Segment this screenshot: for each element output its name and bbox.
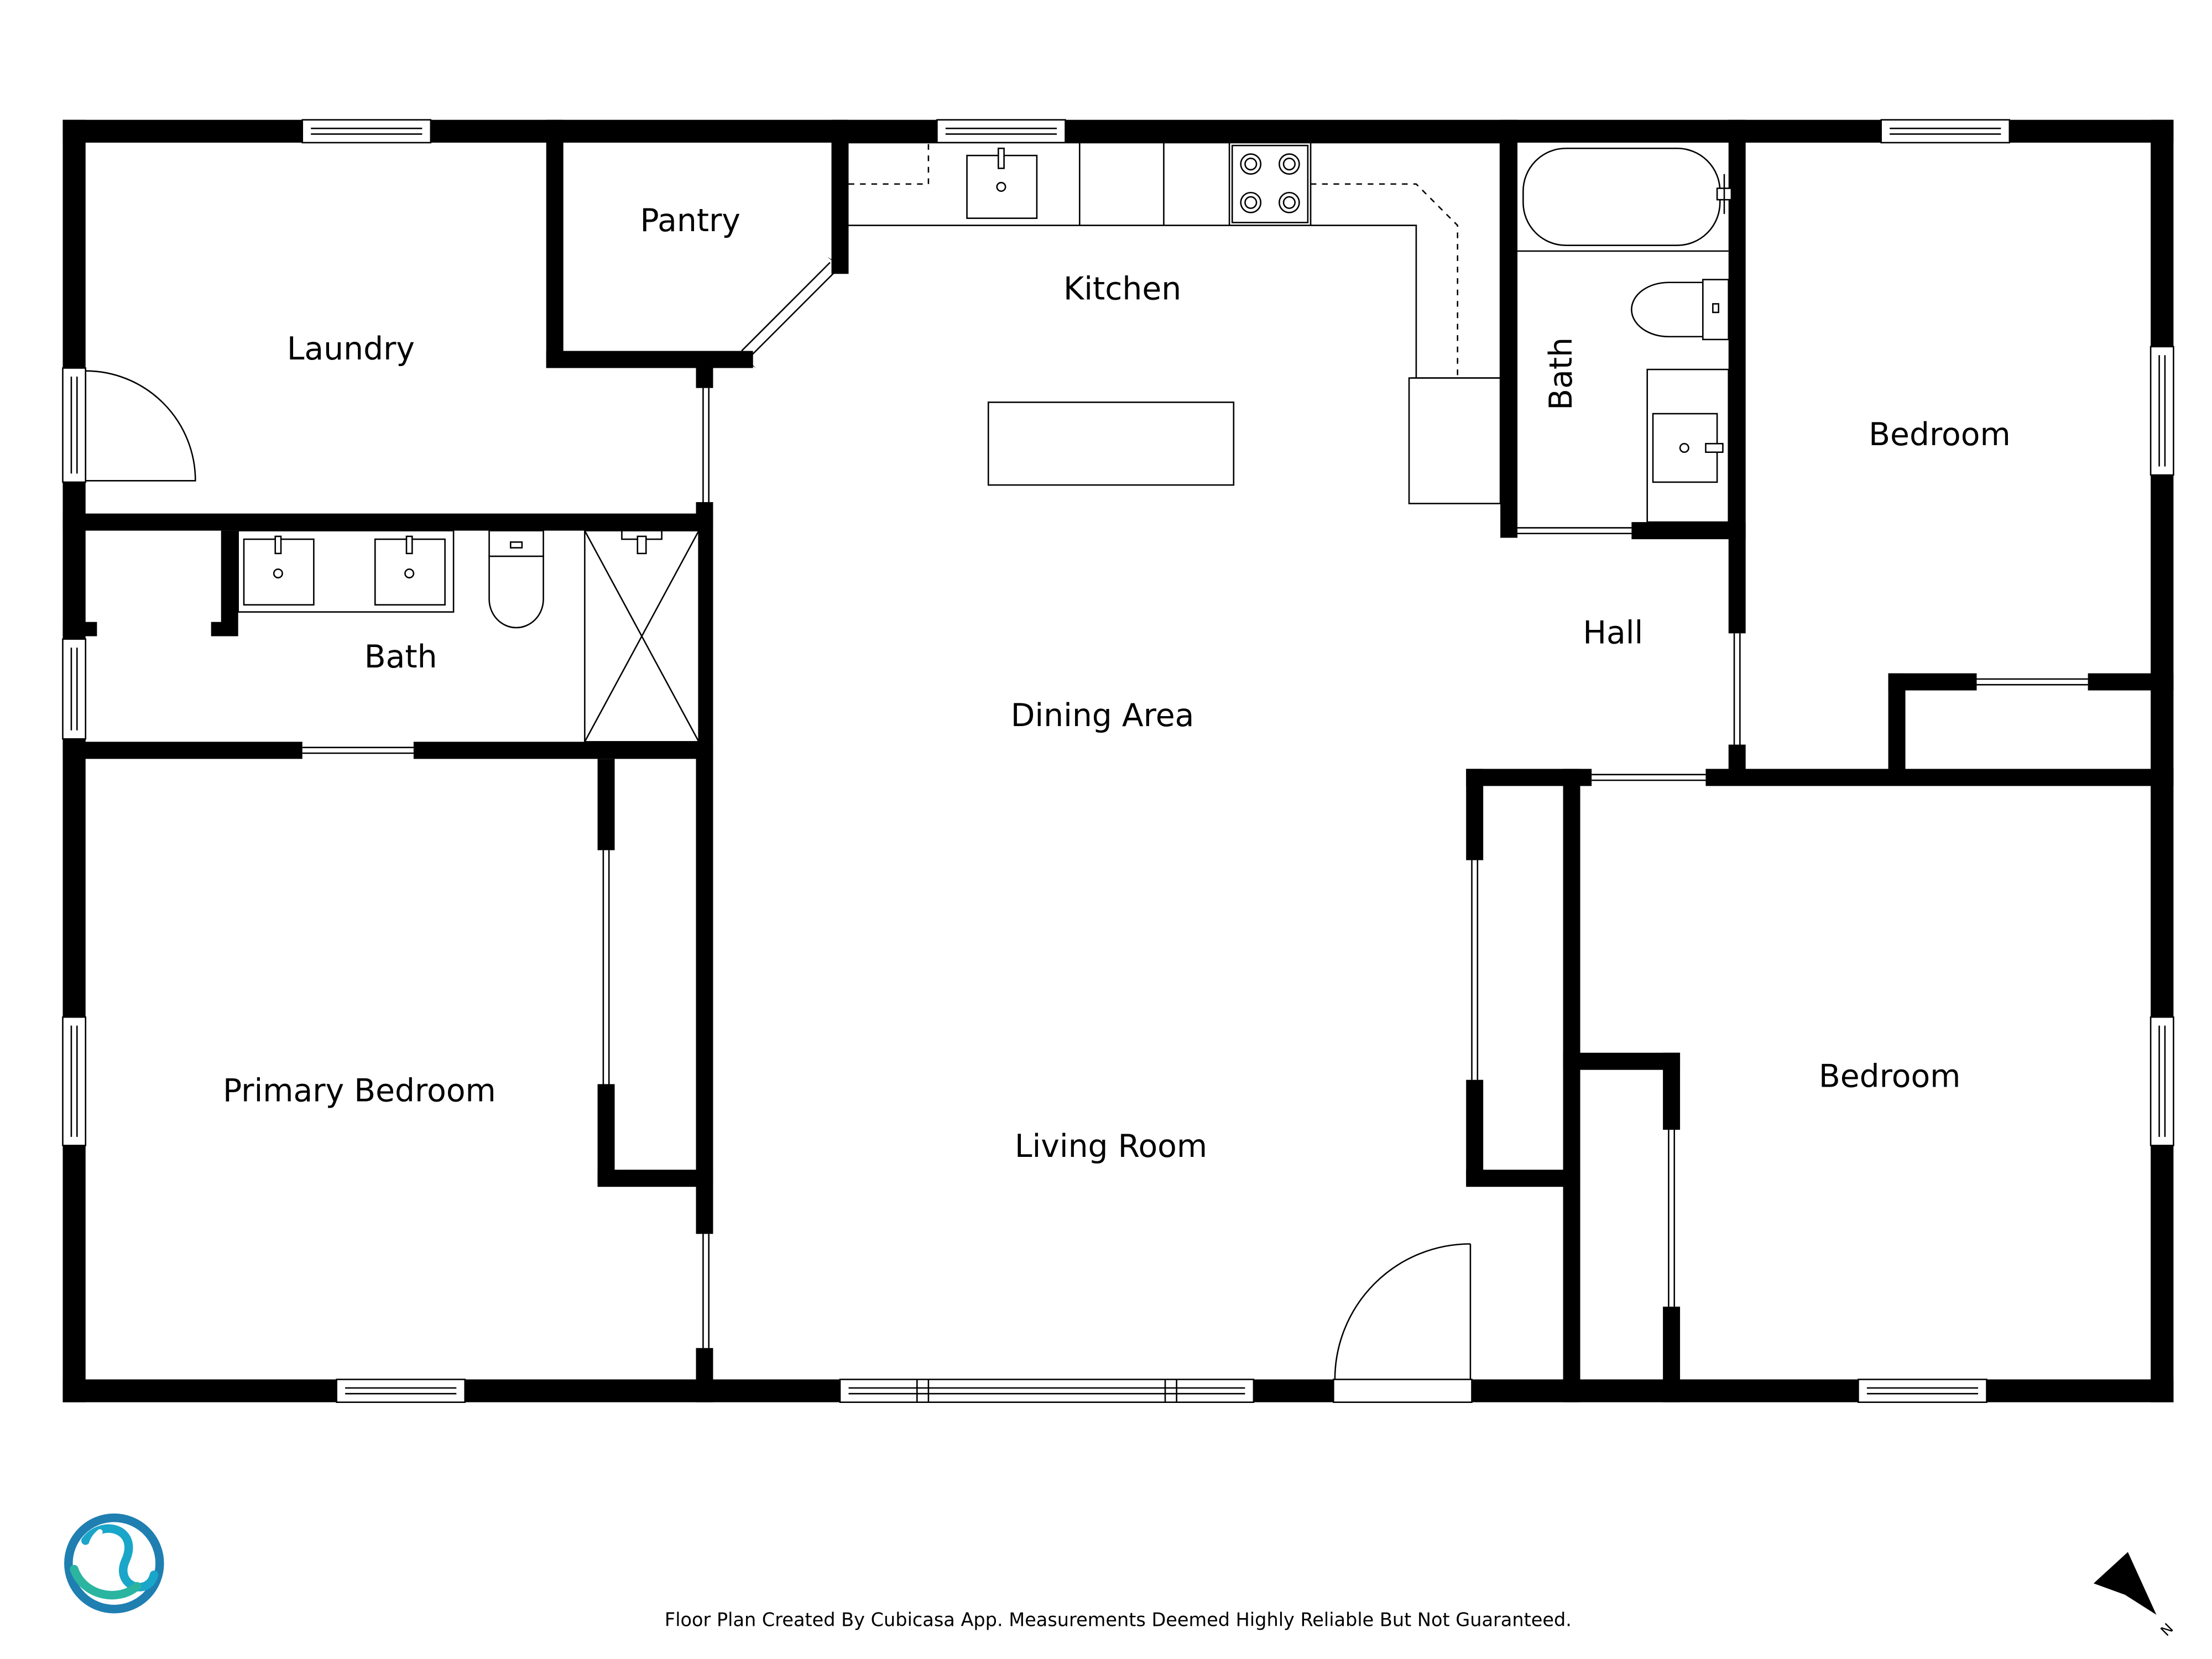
kitchen-island bbox=[987, 401, 1235, 486]
fridge-icon bbox=[1408, 377, 1501, 504]
exterior-walls bbox=[62, 119, 2174, 1402]
tub-faucet-icon bbox=[1716, 174, 1733, 214]
room-label-pantry: Pantry bbox=[640, 202, 740, 239]
room-label-dining: Dining Area bbox=[1011, 697, 1194, 734]
footer-disclaimer: Floor Plan Created By Cubicasa App. Meas… bbox=[665, 1609, 1572, 1631]
hall-bath-fixtures bbox=[1517, 147, 1733, 523]
room-label-bedroom-se: Bedroom bbox=[1819, 1058, 1961, 1095]
windows bbox=[62, 119, 2174, 1403]
upper-cabinets-dashed bbox=[848, 142, 1459, 378]
bathtub-icon bbox=[1522, 147, 1721, 246]
interior-walls bbox=[62, 119, 2174, 1402]
window-top-laundry bbox=[301, 119, 432, 144]
room-label-primary-bedroom: Primary Bedroom bbox=[223, 1072, 496, 1109]
cubicasa-logo-icon bbox=[64, 1513, 164, 1614]
room-label-bath-hall: Bath bbox=[1543, 337, 1579, 410]
door-gaps bbox=[302, 388, 2088, 1348]
kitchen-sink-icon bbox=[966, 147, 1038, 219]
window-left-laundry bbox=[62, 367, 87, 483]
room-label-living: Living Room bbox=[1015, 1128, 1207, 1165]
north-arrow-icon: N bbox=[2093, 1552, 2177, 1640]
toilet-primary-icon bbox=[488, 530, 544, 629]
window-top-bedroom bbox=[1880, 119, 2011, 144]
door-living-exterior bbox=[1333, 1243, 1473, 1403]
room-label-kitchen: Kitchen bbox=[1063, 271, 1181, 307]
window-right-bedroom-ne bbox=[2150, 346, 2174, 476]
doors bbox=[85, 370, 2088, 1403]
room-label-bath-primary: Bath bbox=[364, 639, 437, 675]
window-left-bath bbox=[62, 638, 87, 740]
vanity-sink-left-icon bbox=[243, 535, 315, 606]
window-right-bedroom-se bbox=[2150, 1016, 2174, 1146]
north-label: N bbox=[2158, 1620, 2177, 1640]
room-labels: Laundry Pantry Kitchen Bath Bedroom Bath… bbox=[223, 202, 2011, 1165]
door-laundry-exterior bbox=[85, 370, 196, 482]
window-top-kitchen bbox=[936, 119, 1066, 144]
room-label-bedroom-ne: Bedroom bbox=[1869, 416, 2011, 453]
window-bottom-living bbox=[839, 1379, 1255, 1403]
toilet-icon bbox=[1631, 279, 1730, 341]
room-label-hall: Hall bbox=[1583, 614, 1643, 651]
bath-sink-icon bbox=[1646, 368, 1730, 523]
room-label-laundry: Laundry bbox=[287, 331, 415, 367]
window-bottom-bedroom-se bbox=[1858, 1379, 1987, 1403]
shower-icon bbox=[584, 530, 700, 743]
kitchen-fixtures bbox=[848, 142, 1501, 504]
stove-icon bbox=[1231, 144, 1309, 223]
primary-bath-fixtures bbox=[237, 530, 700, 743]
window-left-primary bbox=[62, 1016, 87, 1146]
vanity-sink-right-icon bbox=[374, 535, 446, 606]
window-bottom-primary bbox=[336, 1379, 466, 1403]
